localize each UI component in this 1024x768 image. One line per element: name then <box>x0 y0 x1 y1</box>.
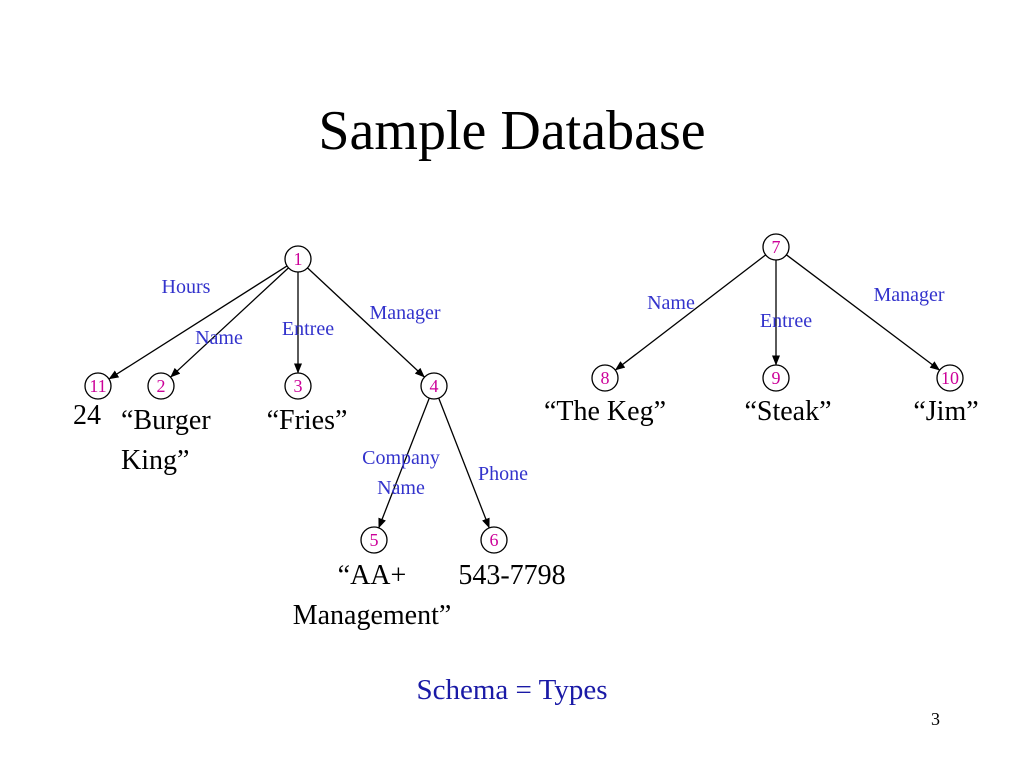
node-circle-11 <box>84 372 112 400</box>
node-id-label-3: 3 <box>294 376 303 396</box>
node-1: 1 <box>284 245 312 273</box>
nodes-layer: 1 2 3 4 5 6 7 8 9 10 11 <box>84 233 964 554</box>
node-circle-7 <box>762 233 790 261</box>
edge-label-1-to-2: Name <box>195 327 243 349</box>
node-6: 6 <box>480 526 508 554</box>
node-8: 8 <box>591 364 619 392</box>
node-4: 4 <box>420 372 448 400</box>
node-circle-5 <box>360 526 388 554</box>
node-9: 9 <box>762 364 790 392</box>
edge-1-to-4 <box>307 267 425 378</box>
value-node-5: Management” <box>293 600 452 631</box>
node-id-label-9: 9 <box>772 368 781 388</box>
value-node-2: “Burger <box>121 405 211 436</box>
edge-1-to-2 <box>170 267 289 378</box>
edge-label-4-to-6: Phone <box>478 463 528 485</box>
edge-1-to-11 <box>108 265 288 380</box>
node-circle-6 <box>480 526 508 554</box>
node-id-label-5: 5 <box>370 530 379 550</box>
edge-4-to-6 <box>438 397 490 529</box>
edge-label-1-to-3: Entree <box>282 318 334 340</box>
node-id-label-7: 7 <box>772 237 781 257</box>
node-id-label-4: 4 <box>430 376 439 396</box>
value-node-8: “The Keg” <box>544 396 666 427</box>
edge-label-4-to-5: Company <box>362 447 440 469</box>
value-node-9: “Steak” <box>744 396 831 427</box>
node-id-label-11: 11 <box>89 376 106 396</box>
value-node-6: 543-7798 <box>458 560 565 591</box>
edges-layer <box>108 254 941 529</box>
node-id-label-1: 1 <box>294 249 303 269</box>
node-circle-9 <box>762 364 790 392</box>
value-node-11: 24 <box>73 400 101 431</box>
node-10: 10 <box>936 364 964 392</box>
node-id-label-2: 2 <box>157 376 166 396</box>
edge-label-1-to-4: Manager <box>369 302 440 324</box>
edge-4-to-5 <box>378 397 430 529</box>
value-node-5: “AA+ <box>338 560 407 591</box>
node-circle-10 <box>936 364 964 392</box>
node-7: 7 <box>762 233 790 261</box>
node-circle-2 <box>147 372 175 400</box>
node-11: 11 <box>84 372 112 400</box>
node-circle-8 <box>591 364 619 392</box>
node-circle-4 <box>420 372 448 400</box>
node-id-label-8: 8 <box>601 368 610 388</box>
edge-label-7-to-9: Entree <box>760 310 812 332</box>
slide-title: Sample Database <box>318 100 706 162</box>
value-node-2: King” <box>121 445 189 476</box>
page-number: 3 <box>931 709 940 729</box>
node-3: 3 <box>284 372 312 400</box>
node-5: 5 <box>360 526 388 554</box>
node-circle-3 <box>284 372 312 400</box>
node-id-label-10: 10 <box>941 368 959 388</box>
node-2: 2 <box>147 372 175 400</box>
edge-label-7-to-10: Manager <box>873 284 944 306</box>
value-node-3: “Fries” <box>267 405 348 436</box>
edge-label-4-to-5: Name <box>377 477 425 499</box>
edge-label-7-to-8: Name <box>647 292 695 314</box>
edge-label-1-to-11: Hours <box>162 276 211 298</box>
edge-7-to-8 <box>614 254 767 371</box>
node-id-label-6: 6 <box>490 530 499 550</box>
value-node-10: “Jim” <box>913 396 978 427</box>
node-circle-1 <box>284 245 312 273</box>
footer-caption: Schema = Types <box>416 674 608 706</box>
edge-7-to-10 <box>785 254 941 371</box>
